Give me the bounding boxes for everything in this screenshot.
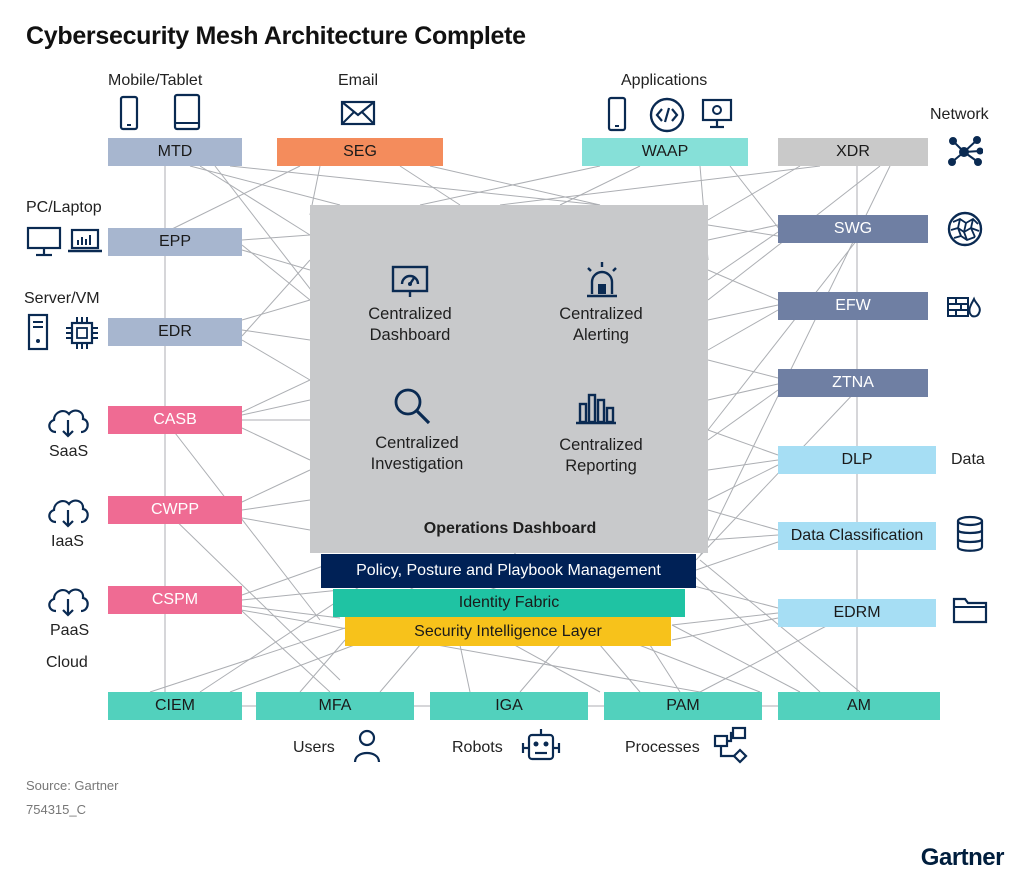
mfa-box: MFA [256,692,414,720]
security-intelligence-layer: Security Intelligence Layer [345,617,671,646]
pam-box: PAM [604,692,762,720]
cloud-download-icon [48,588,89,617]
page-title: Cybersecurity Mesh Architecture Complete [26,22,526,50]
magnifier-icon [394,388,431,425]
iaas-label: IaaS [51,533,84,550]
process-flow-icon [713,726,748,764]
tablet-icon [173,93,201,131]
am-box: AM [778,692,940,720]
laptop-chart-icon [68,228,102,253]
pc-laptop-label: PC/Laptop [26,199,102,216]
folder-icon [952,597,988,624]
cspm-box: CSPM [108,586,242,614]
operations-dashboard-label: Operations Dashboard [423,520,597,537]
operations-dashboard-panel [310,205,708,553]
mobile-tablet-label: Mobile/Tablet [108,72,203,89]
processes-label: Processes [625,739,700,756]
data-label: Data [951,451,985,468]
phone-icon [119,95,139,131]
ztna-box: ZTNA [778,369,928,397]
users-label: Users [293,739,335,756]
figure-id: 754315_C [26,802,86,817]
edrm-box: EDRM [778,599,936,627]
network-nodes-icon [948,136,983,166]
firewall-icon [947,296,981,318]
email-label: Email [338,72,379,89]
edr-box: EDR [108,318,242,346]
cwpp-box: CWPP [108,496,242,524]
seg-box: SEG [277,138,443,166]
source-note: Source: Gartner [26,778,119,793]
cloud-download-icon [48,499,89,528]
dashboard-monitor-icon [391,265,429,297]
robot-icon [521,729,561,761]
bar-chart-icon [576,393,616,425]
cloud-download-icon [48,409,89,438]
database-icon [956,515,984,552]
epp-box: EPP [108,228,242,256]
paas-label: PaaS [50,622,90,639]
globe-mesh-icon [947,211,983,247]
server-tower-icon [27,313,49,351]
desktop-icon [26,226,62,257]
monitor-settings-icon [701,98,733,129]
alarm-siren-icon [587,262,617,298]
cloud-label: Cloud [46,654,88,671]
xdr-box: XDR [778,138,928,166]
code-icon [649,97,685,133]
chip-icon [66,317,98,349]
robots-label: Robots [452,739,503,756]
data-classification-box: Data Classification [778,522,936,550]
user-icon [353,729,381,763]
envelope-icon [340,100,376,126]
network-label: Network [930,106,989,123]
gartner-logo: Gartner [920,844,1005,871]
swg-box: SWG [778,215,928,243]
server-vm-label: Server/VM [24,290,100,307]
policy-posture-layer: Policy, Posture and Playbook Management [321,554,696,588]
efw-box: EFW [778,292,928,320]
iga-box: IGA [430,692,588,720]
waap-box: WAAP [582,138,748,166]
saas-label: SaaS [49,443,89,460]
casb-box: CASB [108,406,242,434]
applications-label: Applications [621,72,708,89]
dlp-box: DLP [778,446,936,474]
mtd-box: MTD [108,138,242,166]
phone-icon-apps [607,96,627,132]
identity-fabric-layer: Identity Fabric [333,589,685,617]
ciem-box: CIEM [108,692,242,720]
